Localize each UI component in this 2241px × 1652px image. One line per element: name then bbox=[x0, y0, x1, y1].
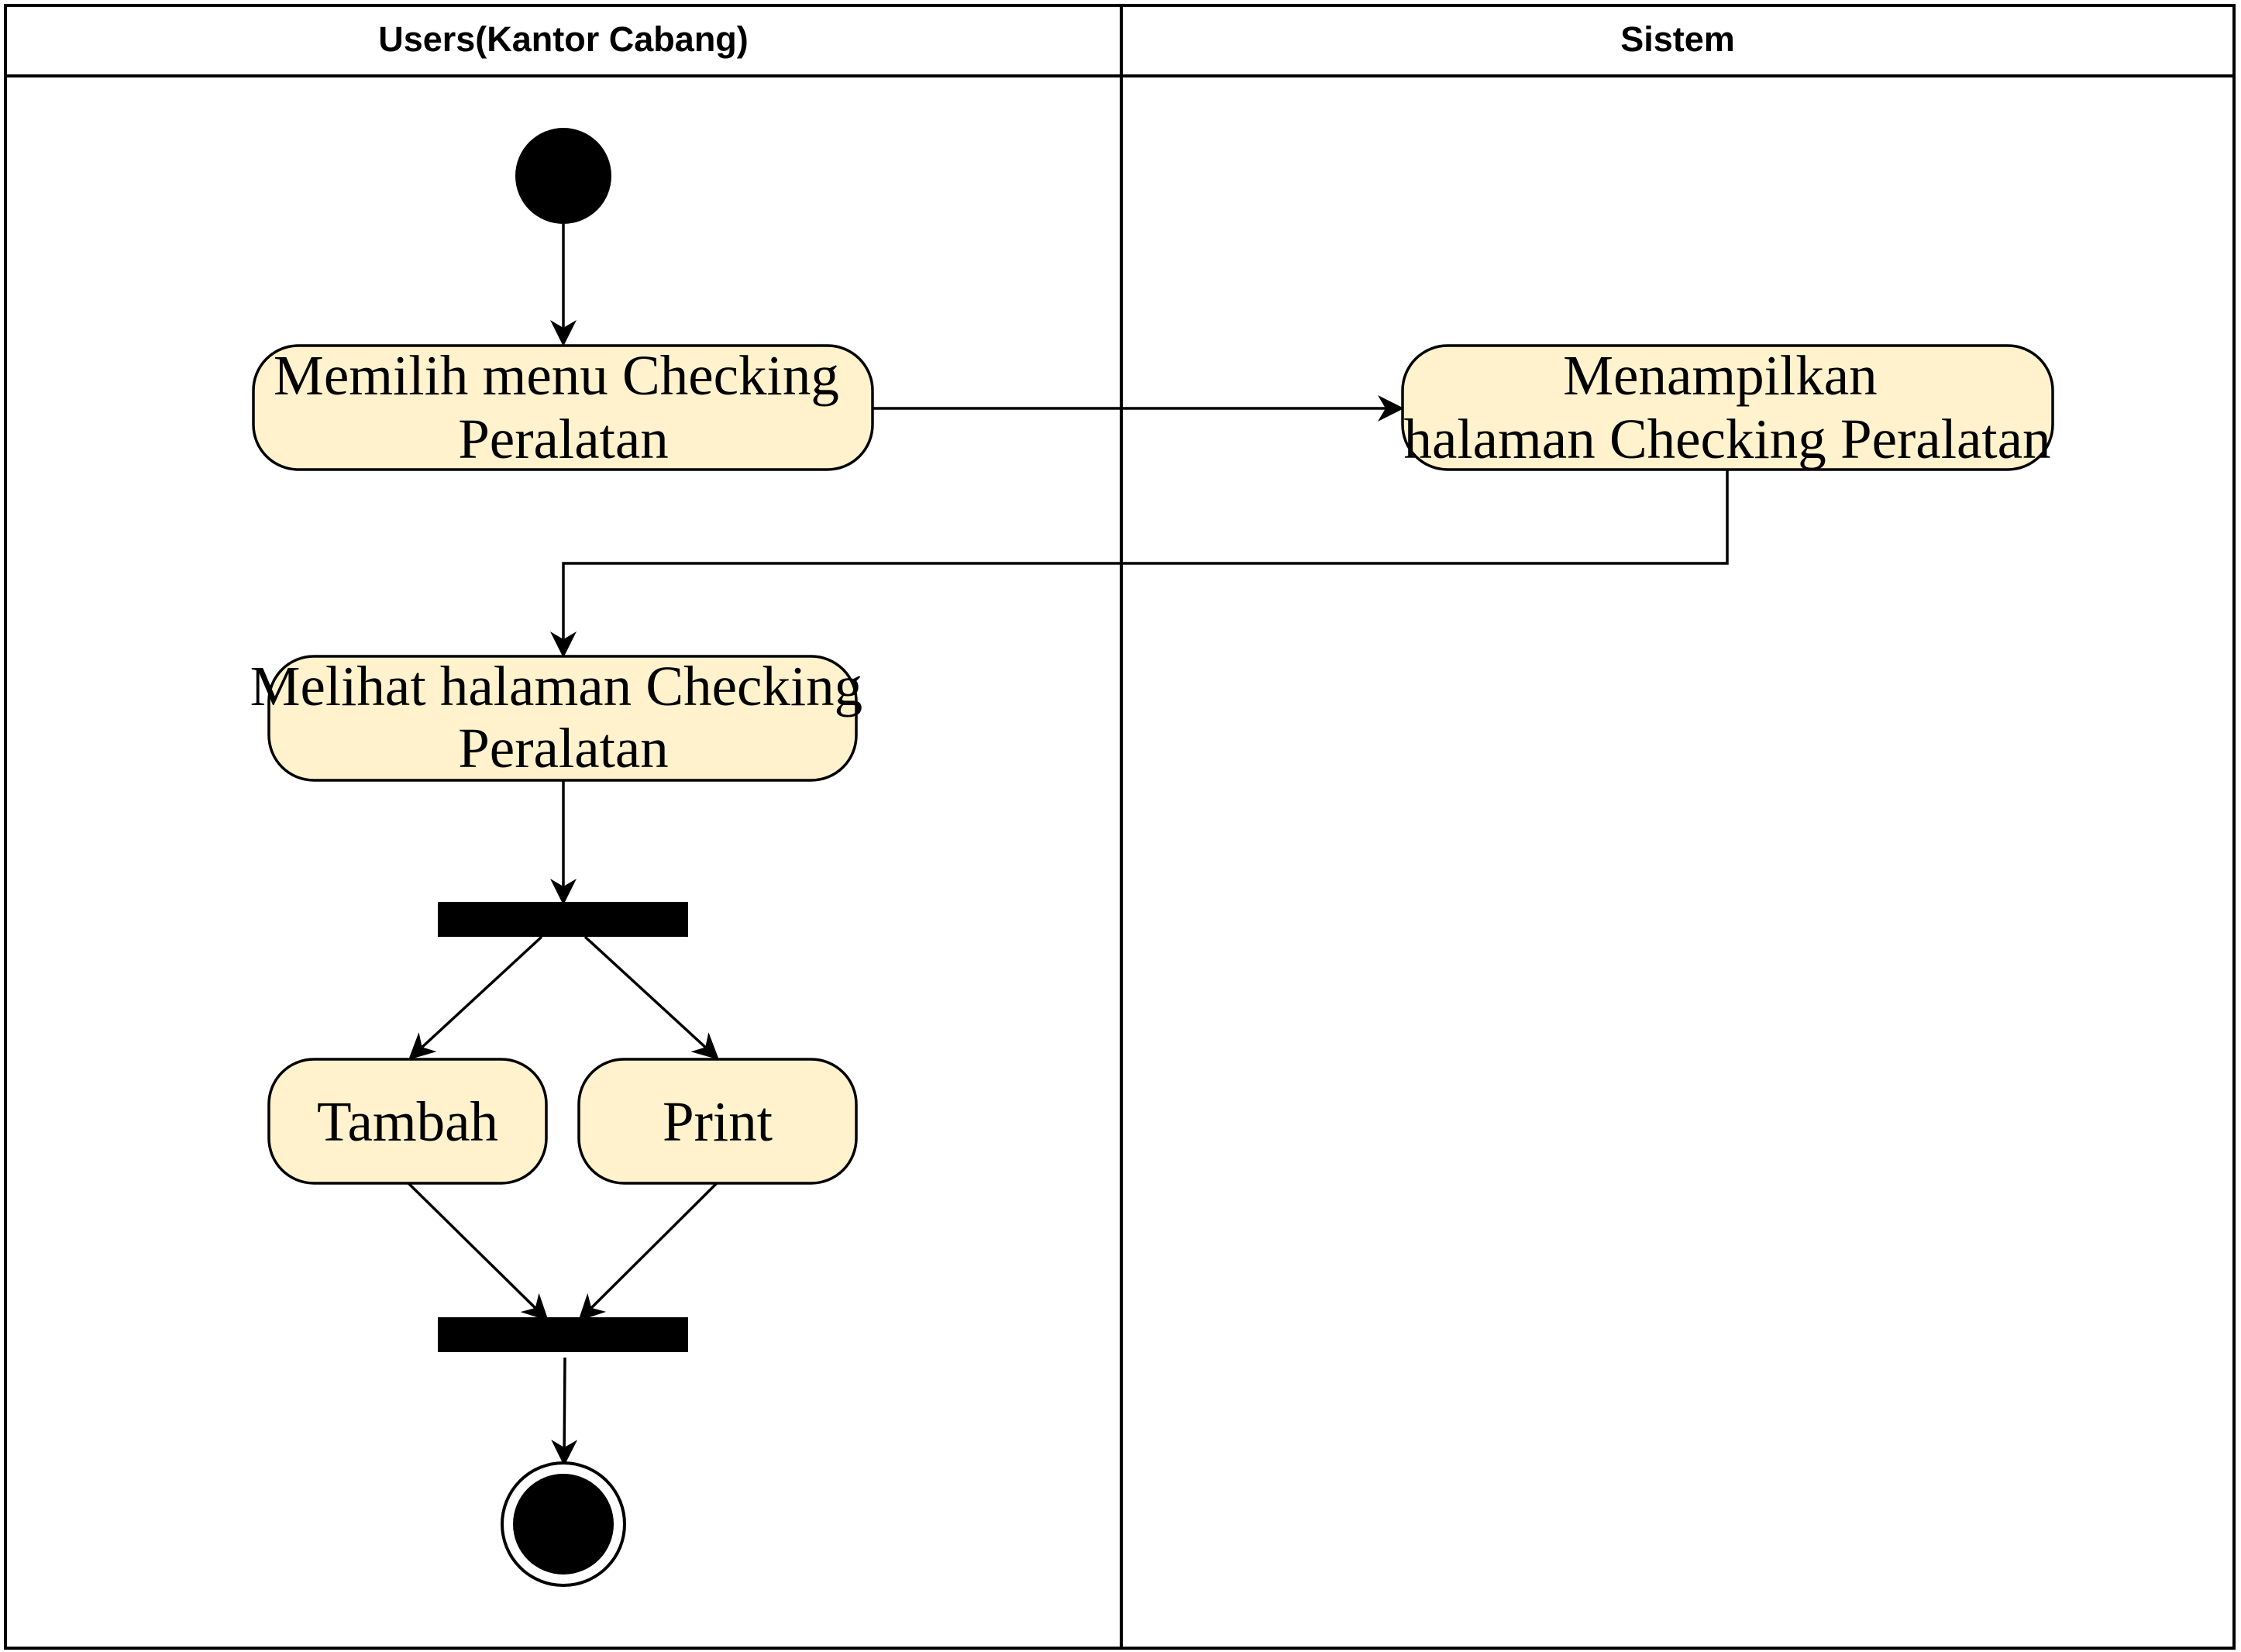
final-node bbox=[501, 1461, 626, 1587]
action-melihat-line1: Melihat halaman Checking bbox=[250, 655, 863, 718]
initial-node bbox=[515, 128, 611, 224]
action-memilih-menu-line2: Peralatan bbox=[458, 408, 669, 470]
fork-bar bbox=[438, 902, 688, 937]
action-melihat: Melihat halaman Checking Peralatan bbox=[250, 655, 877, 782]
svg-text:Melihat halaman Checking: Melihat halaman Checking Peralatan bbox=[250, 655, 877, 780]
action-memilih-menu-line1: Memilih menu Checking bbox=[274, 344, 839, 407]
action-menampilkan: Menampilkan halaman Checking Peralatan bbox=[1401, 344, 2054, 471]
flow-join-to-end bbox=[551, 1357, 578, 1466]
action-menampilkan-line1: Menampilkan bbox=[1563, 344, 1877, 407]
control-flows bbox=[407, 224, 1729, 1466]
flow-menampilkan-to-melihat bbox=[550, 470, 1729, 658]
action-print: Print bbox=[577, 1058, 858, 1185]
flow-tambah-to-join bbox=[407, 1182, 549, 1321]
flow-fork-to-tambah bbox=[408, 935, 543, 1060]
action-tambah-label: Tambah bbox=[317, 1090, 498, 1153]
lane-title-sistem: Sistem bbox=[1620, 19, 1735, 59]
action-menampilkan-line2: halaman Checking Peralatan bbox=[1403, 408, 2050, 470]
svg-text:Menampilkan halaman Chec: Menampilkan halaman Checking Peralatan bbox=[1403, 344, 2050, 470]
join-bar bbox=[438, 1317, 688, 1352]
svg-text:Memilih menu Checking Pe: Memilih menu Checking Peralatan bbox=[274, 344, 853, 470]
flow-fork-to-print bbox=[583, 935, 719, 1060]
lane-title-users: Users(Kantor Cabang) bbox=[378, 19, 749, 59]
swimlane-frame bbox=[4, 4, 2236, 1650]
action-tambah: Tambah bbox=[267, 1058, 548, 1185]
action-print-label: Print bbox=[663, 1090, 773, 1153]
action-memilih-menu: Memilih menu Checking Peralatan bbox=[252, 344, 874, 471]
action-melihat-line2: Peralatan bbox=[458, 717, 669, 780]
flow-print-to-join bbox=[578, 1182, 718, 1321]
